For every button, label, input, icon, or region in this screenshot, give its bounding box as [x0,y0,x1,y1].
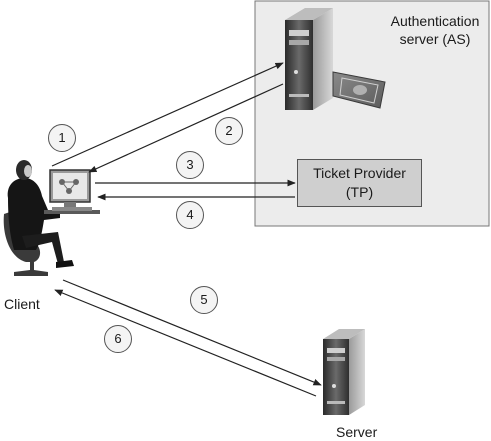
server-icon [323,329,365,415]
step-1-badge: 1 [48,124,76,152]
step-2-badge: 2 [215,117,243,145]
ticket-provider-label-line2: (TP) [345,184,374,200]
authentication-server-label-line1: Authentication [390,13,480,29]
server-label: Server [336,424,378,440]
client-user-icon [3,160,100,276]
ticket-provider-box: Ticket Provider (TP) [297,159,422,207]
authentication-server-label: Authentication server (AS) [380,12,490,48]
ticket-icon [332,71,386,109]
arrow-1-client-to-as [51,62,284,167]
authentication-server-icon [285,8,333,110]
authentication-server-label-line2: server (AS) [399,31,471,47]
step-4-badge: 4 [176,201,204,229]
step-6-badge: 6 [104,325,132,353]
step-3-badge: 3 [176,151,204,179]
client-label: Client [4,296,40,312]
arrow-2-as-to-client [88,83,284,173]
step-5-badge: 5 [190,286,218,314]
arrow-5-client-to-server [62,279,322,386]
ticket-provider-label-line1: Ticket Provider [313,165,406,181]
arrow-6-server-to-client [54,289,317,397]
